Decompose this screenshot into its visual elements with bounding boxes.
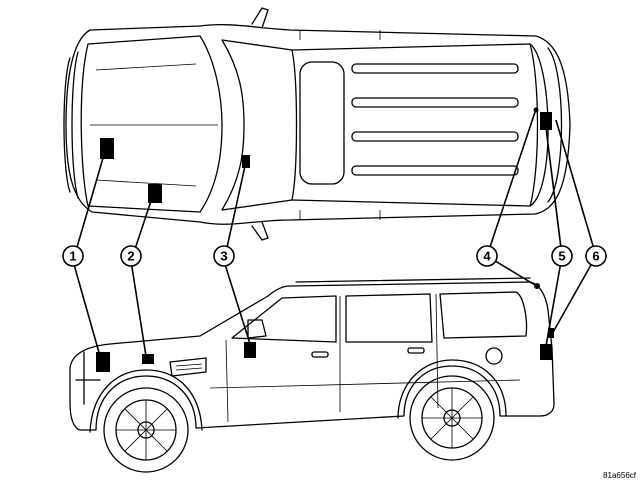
label-marker-6-side	[548, 328, 554, 338]
callout-leaders	[72, 111, 597, 357]
callout-number: 5	[558, 249, 565, 264]
side-view-vehicle	[69, 277, 555, 473]
roof-rails	[351, 63, 519, 176]
callout-5: 5	[551, 245, 573, 267]
label-marker-4-top	[533, 107, 539, 113]
label-marker-1-top	[100, 138, 114, 159]
callout-1: 1	[62, 245, 84, 267]
label-marker-4-side	[534, 283, 540, 289]
label-marker-2-top	[148, 184, 162, 203]
label-marker-5-top	[540, 112, 552, 130]
figure-reference-code: 81a656cf	[603, 471, 636, 480]
top-view-vehicle	[63, 7, 571, 241]
callout-2: 2	[120, 245, 142, 267]
callout-number: 3	[220, 249, 227, 264]
label-marker-1-side	[96, 352, 110, 372]
label-marker-3-top	[242, 155, 250, 168]
callout-4: 4	[476, 245, 498, 267]
callout-number: 6	[592, 249, 599, 264]
callout-number: 4	[483, 249, 491, 264]
front-wheel	[103, 387, 189, 473]
callout-number: 1	[69, 249, 76, 264]
callout-number: 2	[127, 249, 134, 264]
label-marker-2-side	[142, 354, 154, 364]
callout-6: 6	[585, 245, 607, 267]
callout-3: 3	[213, 245, 235, 267]
label-marker-5-side	[540, 344, 552, 360]
rear-wheel	[409, 375, 495, 461]
label-marker-3-side	[244, 342, 256, 358]
